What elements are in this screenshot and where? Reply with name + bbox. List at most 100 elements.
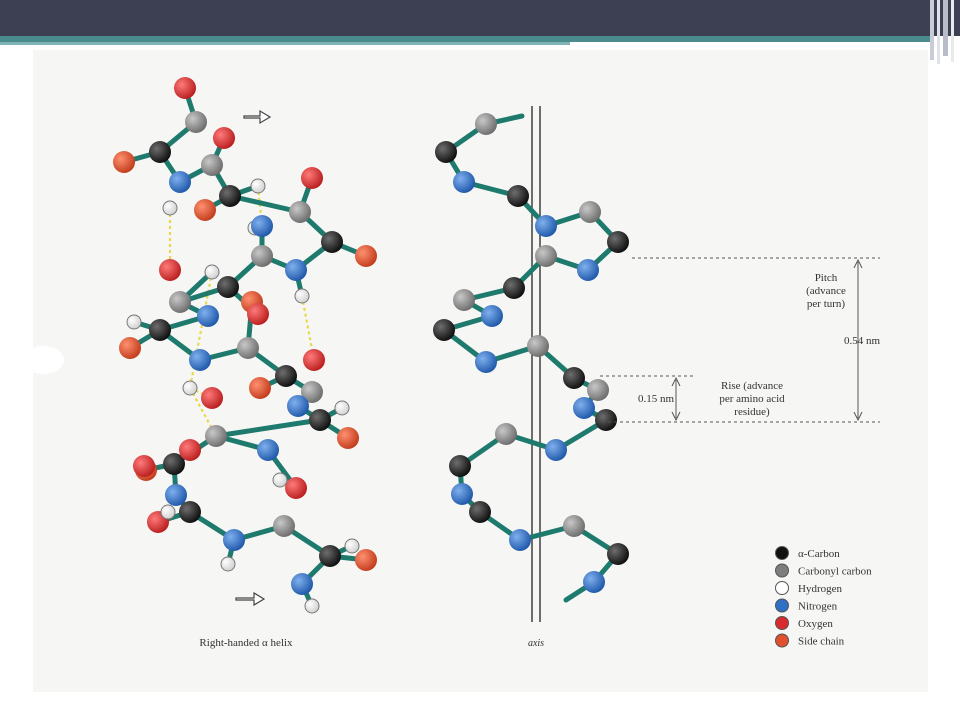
carbonyl-carbon-atom [527, 335, 549, 357]
legend-label: Carbonyl carbon [798, 566, 872, 578]
nitrogen-atom [169, 171, 191, 193]
oxygen-atom [174, 77, 196, 99]
nitrogen-atom [291, 573, 313, 595]
pitch-value: 0.54 nm [844, 335, 881, 347]
oxygen-atom [301, 167, 323, 189]
legend-swatch [775, 633, 789, 648]
pitch-label-line-1: Pitch [815, 272, 838, 284]
alpha-carbon-atom [275, 365, 297, 387]
carbonyl-carbon-atom [475, 113, 497, 135]
carbonyl-carbon-atom [273, 515, 295, 537]
hydrogen-atom [334, 400, 350, 416]
nitrogen-atom [451, 483, 473, 505]
carbonyl-carbon-atom [251, 245, 273, 267]
hydrogen-atom [250, 178, 266, 194]
rise-value: 0.15 nm [638, 393, 675, 405]
legend-swatch [775, 563, 789, 578]
legend-label: Side chain [798, 636, 845, 648]
hydrogen-atom [220, 556, 236, 572]
nitrogen-atom [197, 305, 219, 327]
oxygen-atom [247, 303, 269, 325]
carbonyl-carbon-atom [535, 245, 557, 267]
rise-label-line-3: residue) [734, 406, 770, 418]
left-helix-model [113, 77, 377, 614]
legend-swatch [775, 581, 789, 595]
helix-axis [531, 106, 541, 622]
carbonyl-carbon-atom [169, 291, 191, 313]
nitrogen-atom [257, 439, 279, 461]
side-chain-atom [113, 151, 135, 173]
alpha-carbon-atom [319, 545, 341, 567]
hydrogen-atom [160, 504, 176, 520]
alpha-carbon-atom [595, 409, 617, 431]
legend-swatch [775, 598, 789, 613]
nitrogen-atom [453, 171, 475, 193]
alpha-carbon-atom [149, 141, 171, 163]
carbonyl-carbon-atom [201, 154, 223, 176]
carbonyl-carbon-atom [563, 515, 585, 537]
oxygen-atom [159, 259, 181, 281]
legend-swatch [775, 546, 789, 560]
nitrogen-atom [545, 439, 567, 461]
legend-label: Oxygen [798, 618, 833, 630]
alpha-carbon-atom [607, 543, 629, 565]
alpha-carbon-atom [149, 319, 171, 341]
hydrogen-atom [126, 314, 142, 330]
hydrogen-atom [294, 288, 310, 304]
covalent-bond [213, 417, 323, 439]
covalent-bond [227, 193, 303, 215]
pitch-label-line-2: (advance [806, 285, 846, 297]
nitrogen-atom [509, 529, 531, 551]
alpha-carbon-atom [321, 231, 343, 253]
side-chain-atom [249, 377, 271, 399]
side-chain-atom [355, 549, 377, 571]
hydrogen-atom [304, 598, 320, 614]
carbonyl-carbon-atom [579, 201, 601, 223]
alpha-carbon-atom [179, 501, 201, 523]
alpha-carbon-atom [435, 141, 457, 163]
hydrogen-atom [204, 264, 220, 280]
axis-caption: axis [528, 638, 544, 649]
left-caption: Right-handed α helix [199, 637, 293, 649]
carbonyl-carbon-atom [453, 289, 475, 311]
alpha-carbon-atom [449, 455, 471, 477]
legend-label: α-Carbon [798, 548, 840, 560]
hydrogen-atom [344, 538, 360, 554]
alpha-carbon-atom [503, 277, 525, 299]
alpha-carbon-atom [433, 319, 455, 341]
nitrogen-atom [573, 397, 595, 419]
alpha-carbon-atom [309, 409, 331, 431]
oxygen-atom [133, 455, 155, 477]
alpha-carbon-atom [163, 453, 185, 475]
side-chain-atom [119, 337, 141, 359]
carbonyl-carbon-atom [289, 201, 311, 223]
alpha-carbon-atom [563, 367, 585, 389]
alpha-carbon-atom [607, 231, 629, 253]
oxygen-atom [303, 349, 325, 371]
nitrogen-atom [285, 259, 307, 281]
carbonyl-carbon-atom [587, 379, 609, 401]
hydrogen-atom [182, 380, 198, 396]
nitrogen-atom [475, 351, 497, 373]
side-chain-atom [355, 245, 377, 267]
oxygen-atom [285, 477, 307, 499]
oxygen-atom [213, 127, 235, 149]
side-chain-atom [337, 427, 359, 449]
pitch-measurement [600, 257, 880, 423]
alpha-carbon-atom [217, 276, 239, 298]
right-backbone-model [433, 113, 629, 603]
alpha-carbon-atom [469, 501, 491, 523]
nitrogen-atom [189, 349, 211, 371]
pitch-label-line-3: per turn) [807, 298, 846, 310]
nitrogen-atom [251, 215, 273, 237]
chain-direction-arrow-top [243, 109, 272, 125]
legend-label: Nitrogen [798, 601, 838, 613]
nitrogen-atom [583, 571, 605, 593]
slide-accent-bar [0, 36, 930, 42]
carbonyl-carbon-atom [495, 423, 517, 445]
carbonyl-carbon-atom [237, 337, 259, 359]
carbonyl-carbon-atom [205, 425, 227, 447]
oxygen-atom [201, 387, 223, 409]
